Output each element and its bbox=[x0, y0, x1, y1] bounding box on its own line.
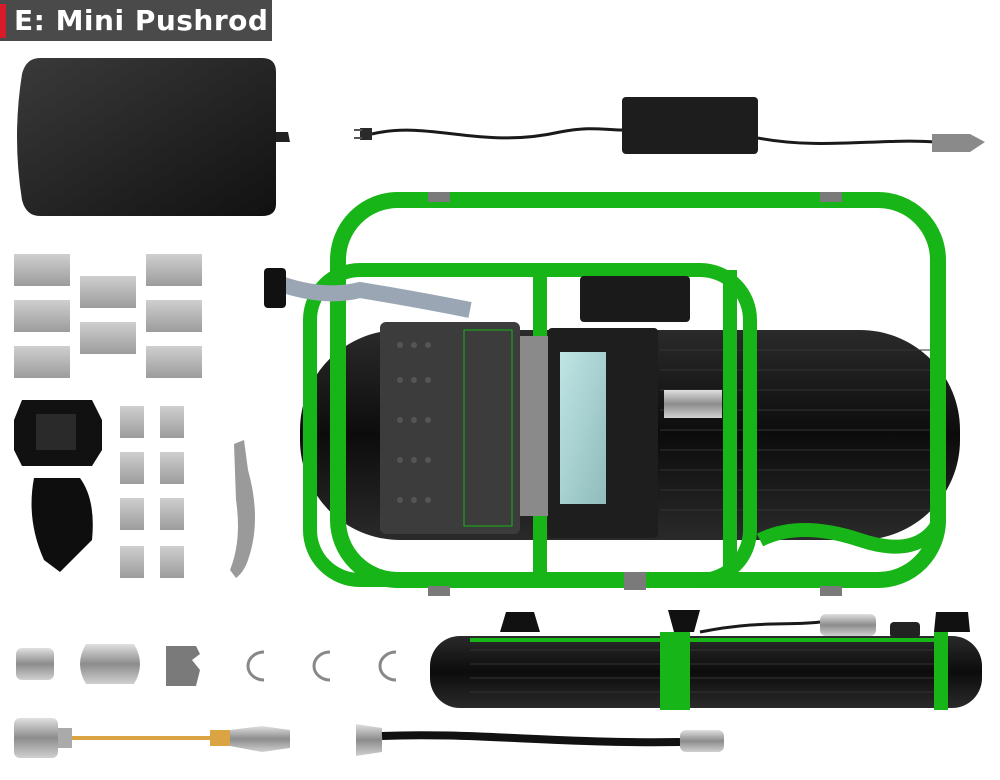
camera-head-icon bbox=[356, 724, 724, 756]
extension-cable-icon bbox=[14, 718, 290, 758]
clip-icon bbox=[246, 650, 397, 682]
skid-icon bbox=[14, 400, 102, 572]
power-adapter-icon bbox=[354, 97, 985, 154]
page-title: E: Mini Pushrod bbox=[14, 4, 269, 37]
control-unit-icon bbox=[380, 276, 722, 538]
wrench-icon bbox=[230, 440, 255, 578]
spacer-block-icon bbox=[14, 254, 202, 378]
title-accent-bar bbox=[0, 3, 6, 38]
title-badge: E: Mini Pushrod bbox=[0, 0, 272, 41]
monitor-battery-icon bbox=[17, 58, 290, 216]
cable-reel-icon bbox=[430, 610, 982, 710]
connector-icon bbox=[16, 644, 200, 686]
small-block-icon bbox=[120, 406, 184, 578]
